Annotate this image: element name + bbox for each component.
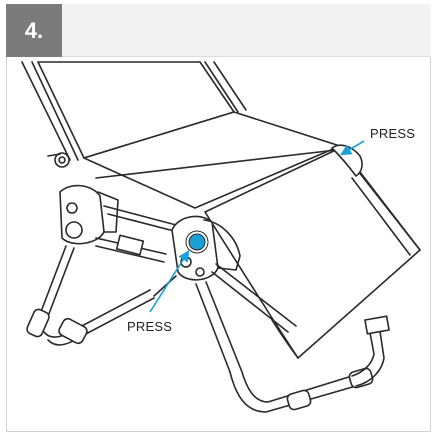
right-hinge-tube xyxy=(359,171,421,251)
front-crossbar xyxy=(103,205,181,227)
legrest-fabric xyxy=(204,147,421,359)
left-mechanism-plate xyxy=(59,184,105,245)
legrest-edge xyxy=(271,319,299,359)
chair-illustration xyxy=(21,61,421,413)
backrest-left-tube xyxy=(21,61,71,161)
backrest-right-tube-inner xyxy=(213,61,247,111)
rear-leg-left xyxy=(195,283,231,373)
step-number-badge: 4. xyxy=(6,4,62,57)
rear-leg-curve xyxy=(229,371,357,413)
press-label-bottom: PRESS xyxy=(127,319,173,334)
step-header-bar xyxy=(6,4,431,57)
right-hinge-tube-inner xyxy=(351,177,411,256)
arrow-icon xyxy=(340,140,365,156)
press-button-icon xyxy=(188,233,206,251)
backrest-right-tube xyxy=(204,61,239,113)
front-right-leg xyxy=(153,275,177,297)
press-label-top: PRESS xyxy=(370,126,416,141)
front-left-foot xyxy=(26,308,50,338)
backrest-left-tube-inner xyxy=(31,61,79,161)
rear-foot-left xyxy=(286,389,312,411)
seat-seam xyxy=(95,149,337,179)
arrow-icon xyxy=(149,250,190,313)
rear-right-leg xyxy=(355,317,385,387)
rear-foot-right xyxy=(348,367,374,389)
